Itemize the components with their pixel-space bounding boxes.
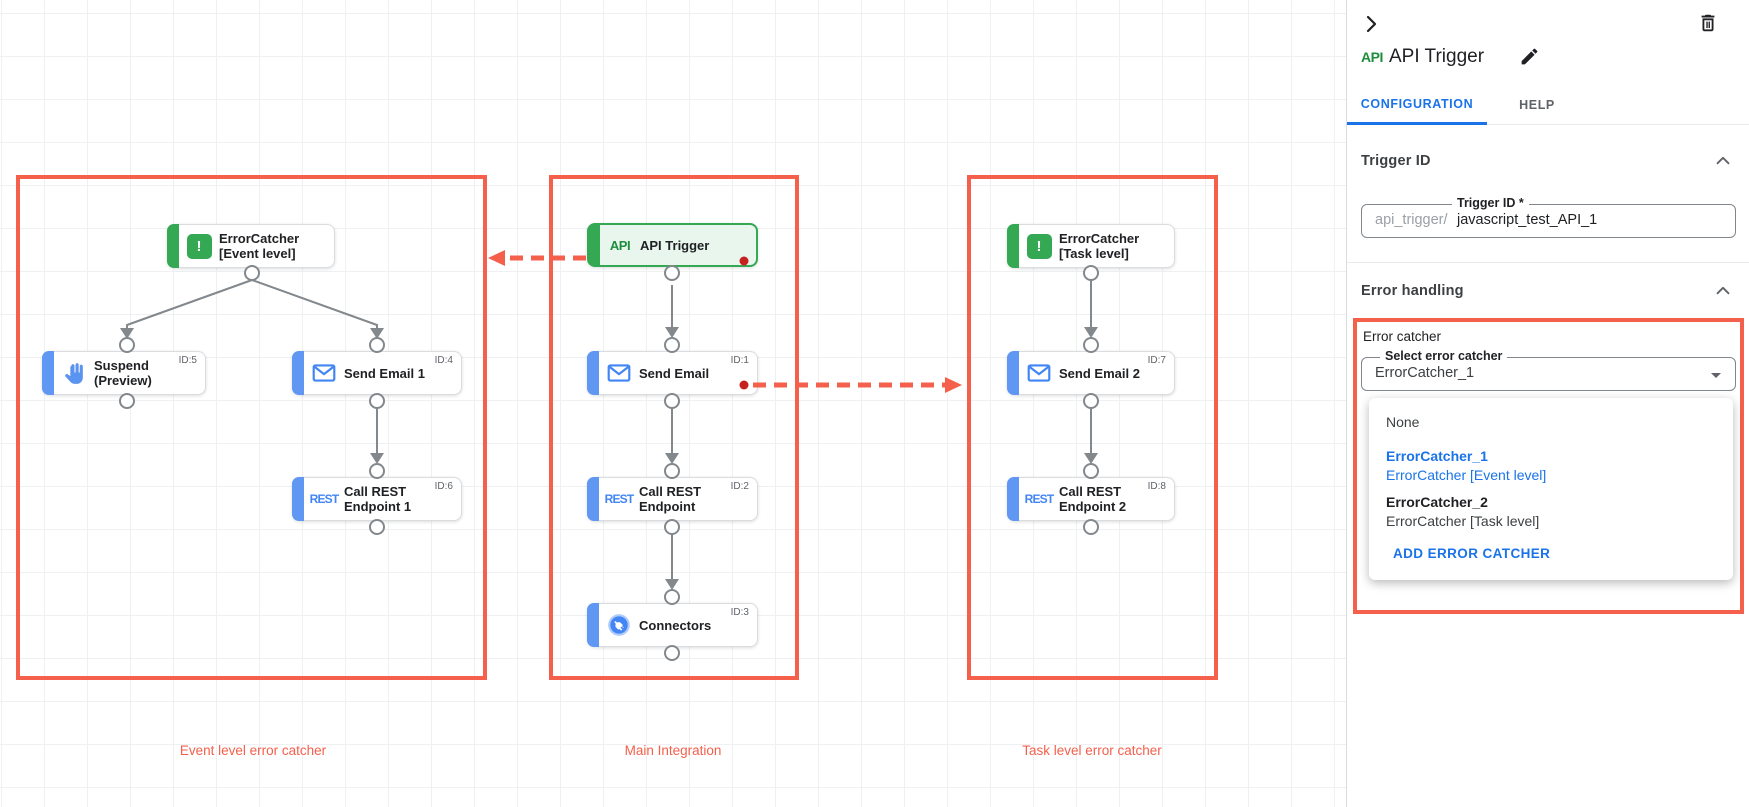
node-label: Send Email 1 <box>344 365 425 381</box>
task-id-badge: ID:7 <box>1147 355 1166 366</box>
api-icon: API <box>609 237 631 253</box>
task-id-badge: ID:6 <box>434 481 453 492</box>
option-none[interactable]: None <box>1386 414 1420 430</box>
node-accent-bar <box>167 224 179 268</box>
task-id-badge: ID:4 <box>434 355 453 366</box>
select-error-catcher-label: Select error catcher <box>1380 349 1508 363</box>
panel-tabs: CONFIGURATION HELP <box>1347 85 1749 125</box>
trigger-id-field-label: Trigger ID * <box>1452 196 1529 210</box>
chevron-down-icon <box>1711 373 1721 378</box>
task-id-badge: ID:8 <box>1147 481 1166 492</box>
trigger-id-value: javascript_test_API_1 <box>1457 212 1598 228</box>
integration-canvas[interactable]: ErrorCatcher [Event level] Suspend (Prev… <box>0 0 1346 807</box>
node-accent-bar <box>1007 224 1019 268</box>
node-connectors[interactable]: Connectors ID:3 <box>587 603 758 647</box>
caption-task-level: Task level error catcher <box>1022 743 1162 758</box>
caption-event-level: Event level error catcher <box>179 743 327 758</box>
node-label: Connectors <box>639 617 712 633</box>
node-accent-bar <box>587 603 599 647</box>
trigger-id-section-title: Trigger ID <box>1361 153 1431 169</box>
task-id-badge: ID:1 <box>730 355 749 366</box>
node-send-email-1[interactable]: Send Email 1 ID:4 <box>292 351 462 395</box>
rest-icon: REST <box>1024 492 1055 506</box>
node-accent-bar <box>1007 477 1019 521</box>
node-label: ErrorCatcher [Task level] <box>1059 231 1140 261</box>
select-error-catcher-value: ErrorCatcher_1 <box>1375 365 1475 381</box>
tab-configuration[interactable]: CONFIGURATION <box>1347 85 1487 125</box>
task-level-annotation-box <box>967 175 1218 680</box>
error-catcher-icon <box>179 233 219 259</box>
node-accent-bar <box>292 477 304 521</box>
node-send-email[interactable]: Send Email ID:1 <box>587 351 758 395</box>
option-errorcatcher-1-subtitle[interactable]: ErrorCatcher [Event level] <box>1386 467 1547 483</box>
error-catcher-select[interactable]: Select error catcher ErrorCatcher_1 <box>1361 349 1736 391</box>
config-panel: API API Trigger CONFIGURATION HELP Trigg… <box>1346 0 1749 807</box>
node-errorcatcher-task-level[interactable]: ErrorCatcher [Task level] <box>1007 224 1175 268</box>
trigger-id-prefix: api_trigger/ <box>1375 212 1448 228</box>
email-icon <box>1019 360 1059 386</box>
rest-icon: REST <box>604 492 635 506</box>
main-integration-annotation-box <box>549 175 799 680</box>
api-trigger-logo: API <box>1361 49 1383 65</box>
add-error-catcher-button[interactable]: ADD ERROR CATCHER <box>1393 546 1551 561</box>
node-call-rest-endpoint-1[interactable]: REST Call REST Endpoint 1 ID:6 <box>292 477 462 521</box>
option-errorcatcher-1-title[interactable]: ErrorCatcher_1 <box>1386 448 1488 464</box>
task-id-badge: ID:3 <box>730 607 749 618</box>
node-api-trigger[interactable]: API API Trigger <box>587 223 758 267</box>
error-catcher-icon <box>1019 233 1059 259</box>
node-accent-bar <box>588 224 600 266</box>
hand-icon <box>54 361 94 386</box>
email-icon <box>304 360 344 386</box>
node-suspend[interactable]: Suspend (Preview) ID:5 <box>42 351 206 395</box>
node-accent-bar <box>587 351 599 395</box>
node-call-rest-endpoint[interactable]: REST Call REST Endpoint ID:2 <box>587 477 758 521</box>
node-call-rest-endpoint-2[interactable]: REST Call REST Endpoint 2 ID:8 <box>1007 477 1175 521</box>
node-label: Call REST Endpoint <box>639 484 702 514</box>
rest-icon: REST <box>309 492 340 506</box>
node-label: API Trigger <box>640 237 710 253</box>
node-accent-bar <box>1007 351 1019 395</box>
node-label: ErrorCatcher [Event level] <box>219 231 300 261</box>
error-catcher-dropdown: None ErrorCatcher_1 ErrorCatcher [Event … <box>1369 398 1733 580</box>
error-handling-section-title: Error handling <box>1361 283 1464 299</box>
node-send-email-2[interactable]: Send Email 2 ID:7 <box>1007 351 1175 395</box>
collapse-panel-icon[interactable] <box>1359 12 1383 36</box>
option-errorcatcher-2-title[interactable]: ErrorCatcher_2 <box>1386 494 1488 510</box>
trash-icon[interactable] <box>1697 12 1721 36</box>
pencil-icon[interactable] <box>1519 46 1543 70</box>
tab-help[interactable]: HELP <box>1519 98 1555 112</box>
node-label: Call REST Endpoint 2 <box>1059 484 1127 514</box>
trigger-id-field[interactable]: Trigger ID * api_trigger/ javascript_tes… <box>1361 196 1736 238</box>
node-label: Call REST Endpoint 1 <box>344 484 412 514</box>
collapse-error-handling-icon[interactable] <box>1712 280 1736 304</box>
node-accent-bar <box>42 351 54 395</box>
task-id-badge: ID:5 <box>178 355 197 366</box>
error-catcher-group-label: Error catcher <box>1363 329 1442 344</box>
section-divider <box>1347 262 1749 263</box>
error-catcher-annotation-box <box>1353 318 1744 614</box>
node-accent-bar <box>292 351 304 395</box>
node-accent-bar <box>587 477 599 521</box>
collapse-trigger-id-icon[interactable] <box>1712 150 1736 174</box>
node-errorcatcher-event-level[interactable]: ErrorCatcher [Event level] <box>167 224 335 268</box>
panel-title: API Trigger <box>1389 46 1485 67</box>
node-label: Send Email <box>639 365 710 381</box>
option-errorcatcher-2-subtitle[interactable]: ErrorCatcher [Task level] <box>1386 513 1540 529</box>
task-id-badge: ID:2 <box>730 481 749 492</box>
email-icon <box>599 360 639 386</box>
node-label: Suspend (Preview) <box>94 358 152 388</box>
node-label: Send Email 2 <box>1059 365 1140 381</box>
caption-main-integration: Main Integration <box>624 743 722 758</box>
event-level-annotation-box <box>16 175 487 680</box>
connectors-icon <box>599 612 639 638</box>
